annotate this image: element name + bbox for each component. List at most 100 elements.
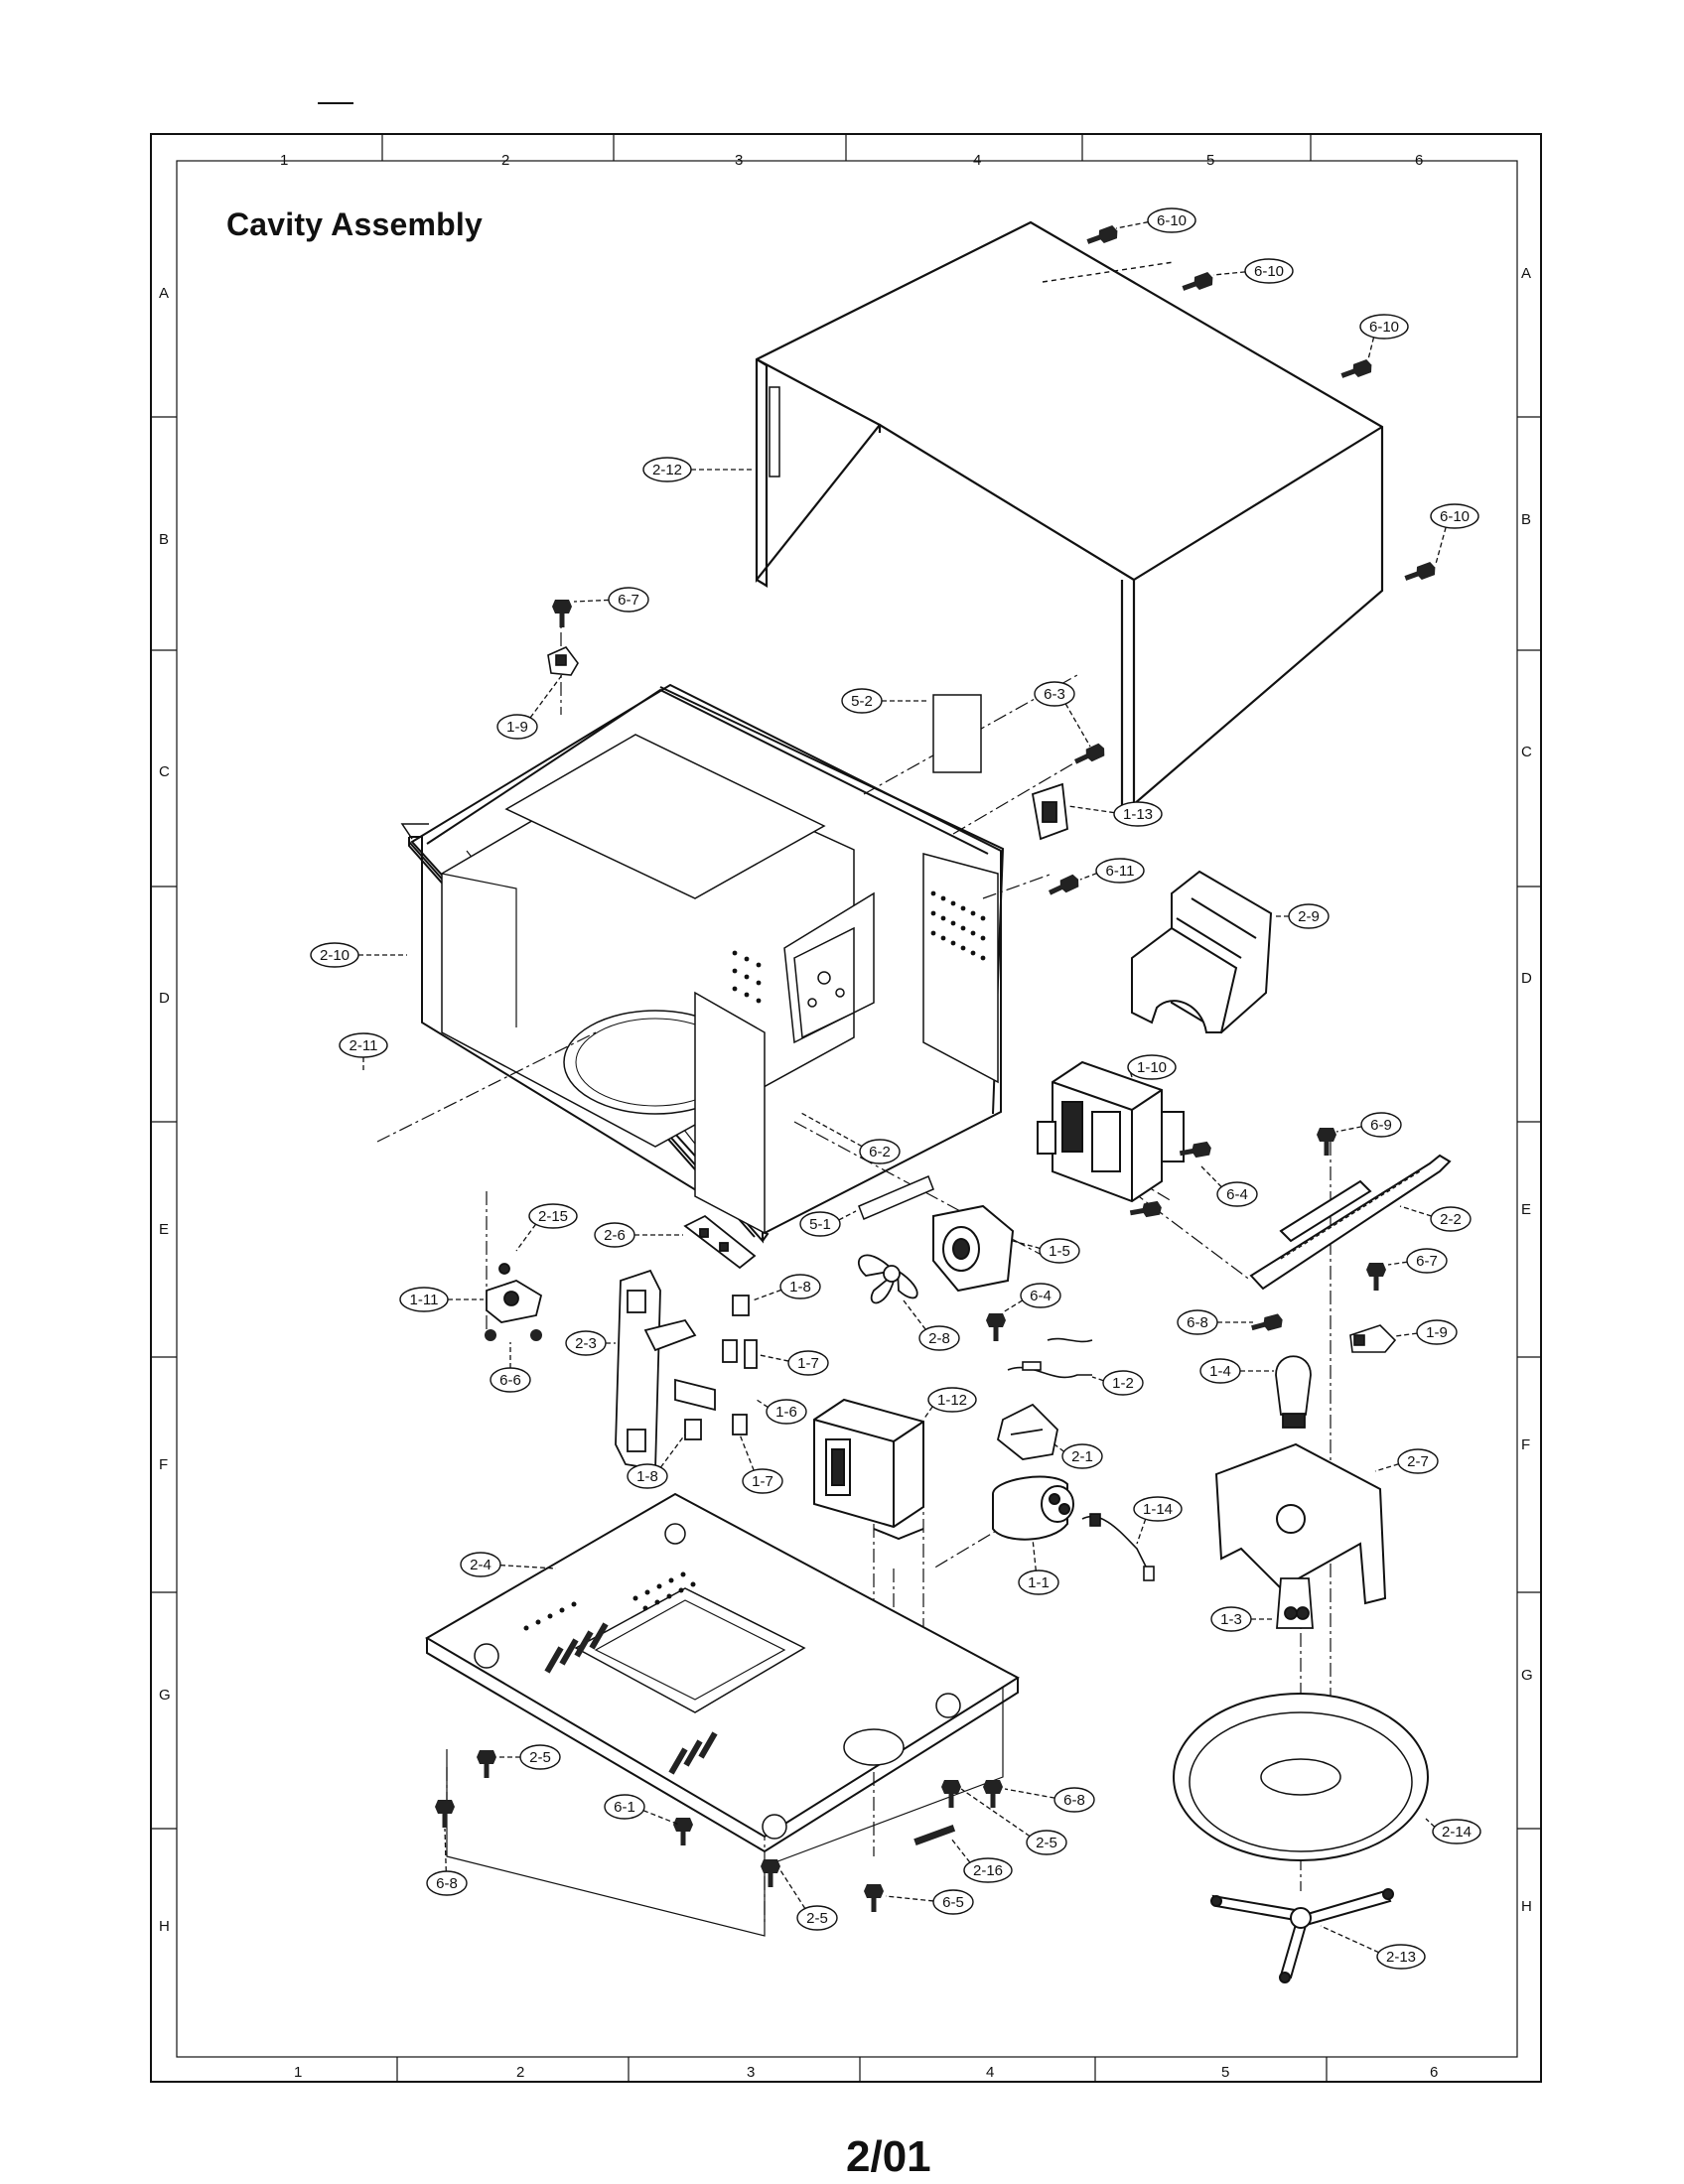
part-callout-1-2: 1-2	[1102, 1370, 1144, 1396]
lamp-bracket	[1214, 1442, 1387, 1605]
callout-oval	[1430, 503, 1479, 529]
leader-line-6-7a	[573, 599, 610, 603]
part-callout-2-6: 2-6	[594, 1222, 635, 1248]
leader-line-6-8b	[444, 1828, 447, 1872]
callout-oval	[1034, 681, 1075, 707]
callout-oval	[927, 1387, 977, 1413]
callout-label: 2-8	[928, 1330, 950, 1347]
callout-label: 6-8	[1187, 1314, 1208, 1331]
hv-diode	[1081, 1513, 1155, 1581]
part-callout-2-14: 2-14	[1432, 1819, 1481, 1844]
callout-label: 2-7	[1407, 1453, 1429, 1470]
foot-2-5b	[941, 1780, 961, 1808]
part-callout-2-10: 2-10	[310, 942, 359, 968]
part-callout-1-10: 1-10	[1127, 1054, 1177, 1080]
part-callout-2-16: 2-16	[963, 1857, 1013, 1883]
part-callout-2-1: 2-1	[1061, 1443, 1103, 1469]
leader-line-1-5	[1012, 1240, 1041, 1250]
leader-line-2-1	[1053, 1443, 1065, 1452]
leader-line-1-6	[756, 1399, 769, 1409]
callout-label: 2-12	[652, 462, 682, 478]
grid-row-right-G: G	[1521, 1667, 1533, 1684]
callout-label: 2-2	[1440, 1211, 1462, 1228]
callout-oval	[604, 1794, 645, 1820]
callout-label: 5-1	[809, 1216, 831, 1233]
screw-6-8b	[435, 1800, 455, 1828]
fan-motor	[932, 1204, 1015, 1293]
callout-label: 1-7	[752, 1473, 773, 1490]
grid-row-left-E: E	[159, 1221, 169, 1238]
page-number: 2/01	[846, 2132, 931, 2181]
callout-oval	[1053, 1787, 1095, 1813]
callout-label: 6-8	[1063, 1792, 1085, 1809]
leader-line-1-7b	[739, 1433, 755, 1471]
callout-label: 6-11	[1106, 863, 1135, 880]
leader-line-6-10b	[1212, 271, 1246, 276]
grid-col-bottom-4: 4	[986, 2064, 994, 2081]
callout-oval	[1432, 1819, 1481, 1844]
leader-line-1-9b	[1394, 1332, 1418, 1337]
callout-oval	[1102, 1370, 1144, 1396]
part-callout-2-13: 2-13	[1376, 1944, 1426, 1970]
part-callout-1-1: 1-1	[1018, 1570, 1059, 1595]
leader-line-6-11	[1079, 873, 1097, 881]
part-callout-6-10a: 6-10	[1147, 207, 1196, 233]
foot-2-5a	[477, 1750, 496, 1778]
turntable-tray	[1173, 1693, 1429, 1861]
oven-cavity	[400, 683, 1005, 1244]
leader-line-1-12	[922, 1406, 933, 1421]
leader-line-6-10d	[1435, 526, 1447, 565]
part-callout-2-15: 2-15	[528, 1203, 578, 1229]
leader-line-2-13	[1320, 1925, 1379, 1954]
leader-line-6-3	[1064, 703, 1091, 748]
callout-oval	[1359, 314, 1409, 340]
cavity-mounting-plate	[793, 926, 855, 1039]
callout-label: 5-2	[851, 693, 873, 710]
grid-row-left-D: D	[159, 990, 170, 1007]
leader-line-1-9a	[529, 674, 563, 719]
grid-col-bottom-3: 3	[747, 2064, 755, 2081]
callout-oval	[859, 1139, 901, 1164]
part-callout-6-4a: 6-4	[1216, 1181, 1258, 1207]
part-callout-1-5: 1-5	[1039, 1238, 1080, 1264]
callout-oval	[519, 1744, 561, 1770]
part-callout-5-2: 5-2	[841, 688, 883, 714]
callout-label: 6-7	[1416, 1253, 1438, 1270]
label-5-1	[858, 1175, 934, 1220]
callout-label: 2-13	[1386, 1949, 1416, 1966]
leader-line-6-2	[798, 1111, 863, 1148]
grid-row-right-A: A	[1521, 265, 1531, 282]
capacitor-bracket	[996, 1403, 1058, 1460]
foot-2-5c	[761, 1859, 780, 1887]
leader-line-6-10c	[1367, 337, 1375, 360]
part-callout-2-11: 2-11	[339, 1032, 388, 1058]
base-vent-slots	[544, 1622, 718, 1775]
grid-col-top-4: 4	[973, 152, 981, 169]
grid-row-right-D: D	[1521, 970, 1532, 987]
callout-oval	[779, 1274, 821, 1299]
leader-line-6-7b	[1387, 1261, 1408, 1266]
callout-label: 1-14	[1143, 1501, 1173, 1518]
grid-col-bottom-1: 1	[294, 2064, 302, 2081]
grid-row-left-F: F	[159, 1456, 168, 1473]
callout-label: 6-7	[618, 592, 639, 609]
callout-oval	[796, 1905, 838, 1931]
callout-label: 2-1	[1071, 1448, 1093, 1465]
part-callout-5-1: 5-1	[799, 1211, 841, 1237]
callout-label: 1-8	[636, 1468, 658, 1485]
screw-6-7b	[1366, 1263, 1386, 1291]
screw-6-5	[864, 1884, 884, 1912]
part-callout-6-10d: 6-10	[1430, 503, 1479, 529]
callout-label: 2-11	[350, 1037, 378, 1054]
part-callout-2-9: 2-9	[1288, 903, 1330, 929]
callout-label: 6-4	[1030, 1288, 1052, 1304]
cabinet-screw-6-10b	[1180, 271, 1215, 296]
callout-oval	[426, 1870, 468, 1896]
screw-6-8c	[983, 1780, 1003, 1808]
callout-label: 2-15	[538, 1208, 568, 1225]
cabinet-screw-6-10a	[1084, 224, 1120, 249]
grid-col-top-6: 6	[1415, 152, 1423, 169]
oven-lamp	[1275, 1355, 1312, 1429]
leader-line-1-7a	[759, 1354, 789, 1362]
callout-oval	[1113, 801, 1163, 827]
